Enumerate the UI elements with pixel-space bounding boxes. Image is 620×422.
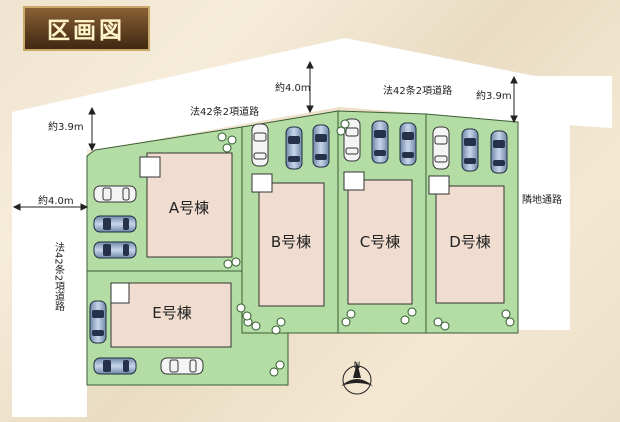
width-label-north-right: 約3.9m bbox=[476, 89, 512, 102]
roads bbox=[12, 38, 612, 417]
car-icon bbox=[285, 126, 303, 170]
dimension-lines bbox=[12, 60, 518, 211]
car-icon bbox=[371, 120, 389, 164]
house-e bbox=[110, 282, 232, 348]
title-badge: 区画図 bbox=[23, 6, 150, 51]
road-label-north: 法42条2項道路 bbox=[190, 105, 259, 118]
lot-label-d: D号棟 bbox=[449, 233, 491, 251]
car-icon bbox=[93, 241, 137, 259]
car-icon bbox=[399, 122, 417, 166]
car-icon bbox=[93, 215, 137, 233]
width-label-north-mid: 約4.0m bbox=[275, 81, 311, 94]
lot-label-b: B号棟 bbox=[271, 233, 311, 251]
house-c bbox=[347, 179, 413, 305]
lot-label-a: A号棟 bbox=[169, 199, 209, 217]
page-title: 区画図 bbox=[47, 18, 125, 44]
car-icon bbox=[432, 126, 450, 170]
car-icon bbox=[93, 357, 137, 375]
width-label-north-left: 約3.9m bbox=[48, 120, 84, 133]
car-icon bbox=[89, 300, 107, 344]
houses bbox=[110, 152, 505, 348]
car-icon bbox=[312, 124, 330, 168]
house-b bbox=[258, 182, 325, 307]
lot-label-e: E号棟 bbox=[152, 304, 191, 322]
car-icon bbox=[461, 128, 479, 172]
car-icon bbox=[251, 123, 269, 167]
road-label-east: 隣地通路 bbox=[522, 193, 562, 206]
lot-label-c: C号棟 bbox=[360, 233, 400, 251]
car-icon bbox=[93, 185, 137, 203]
car-icon bbox=[160, 357, 204, 375]
house-a bbox=[146, 152, 233, 258]
compass-icon: N bbox=[341, 361, 373, 395]
road-label-north-right: 法42条2項道路 bbox=[383, 84, 452, 97]
compass-label: N bbox=[354, 361, 361, 371]
width-label-west: 約4.0m bbox=[38, 194, 74, 207]
road-label-west: 法42条2項道路 bbox=[53, 241, 65, 312]
car-icon bbox=[490, 130, 508, 174]
house-d bbox=[435, 185, 505, 304]
